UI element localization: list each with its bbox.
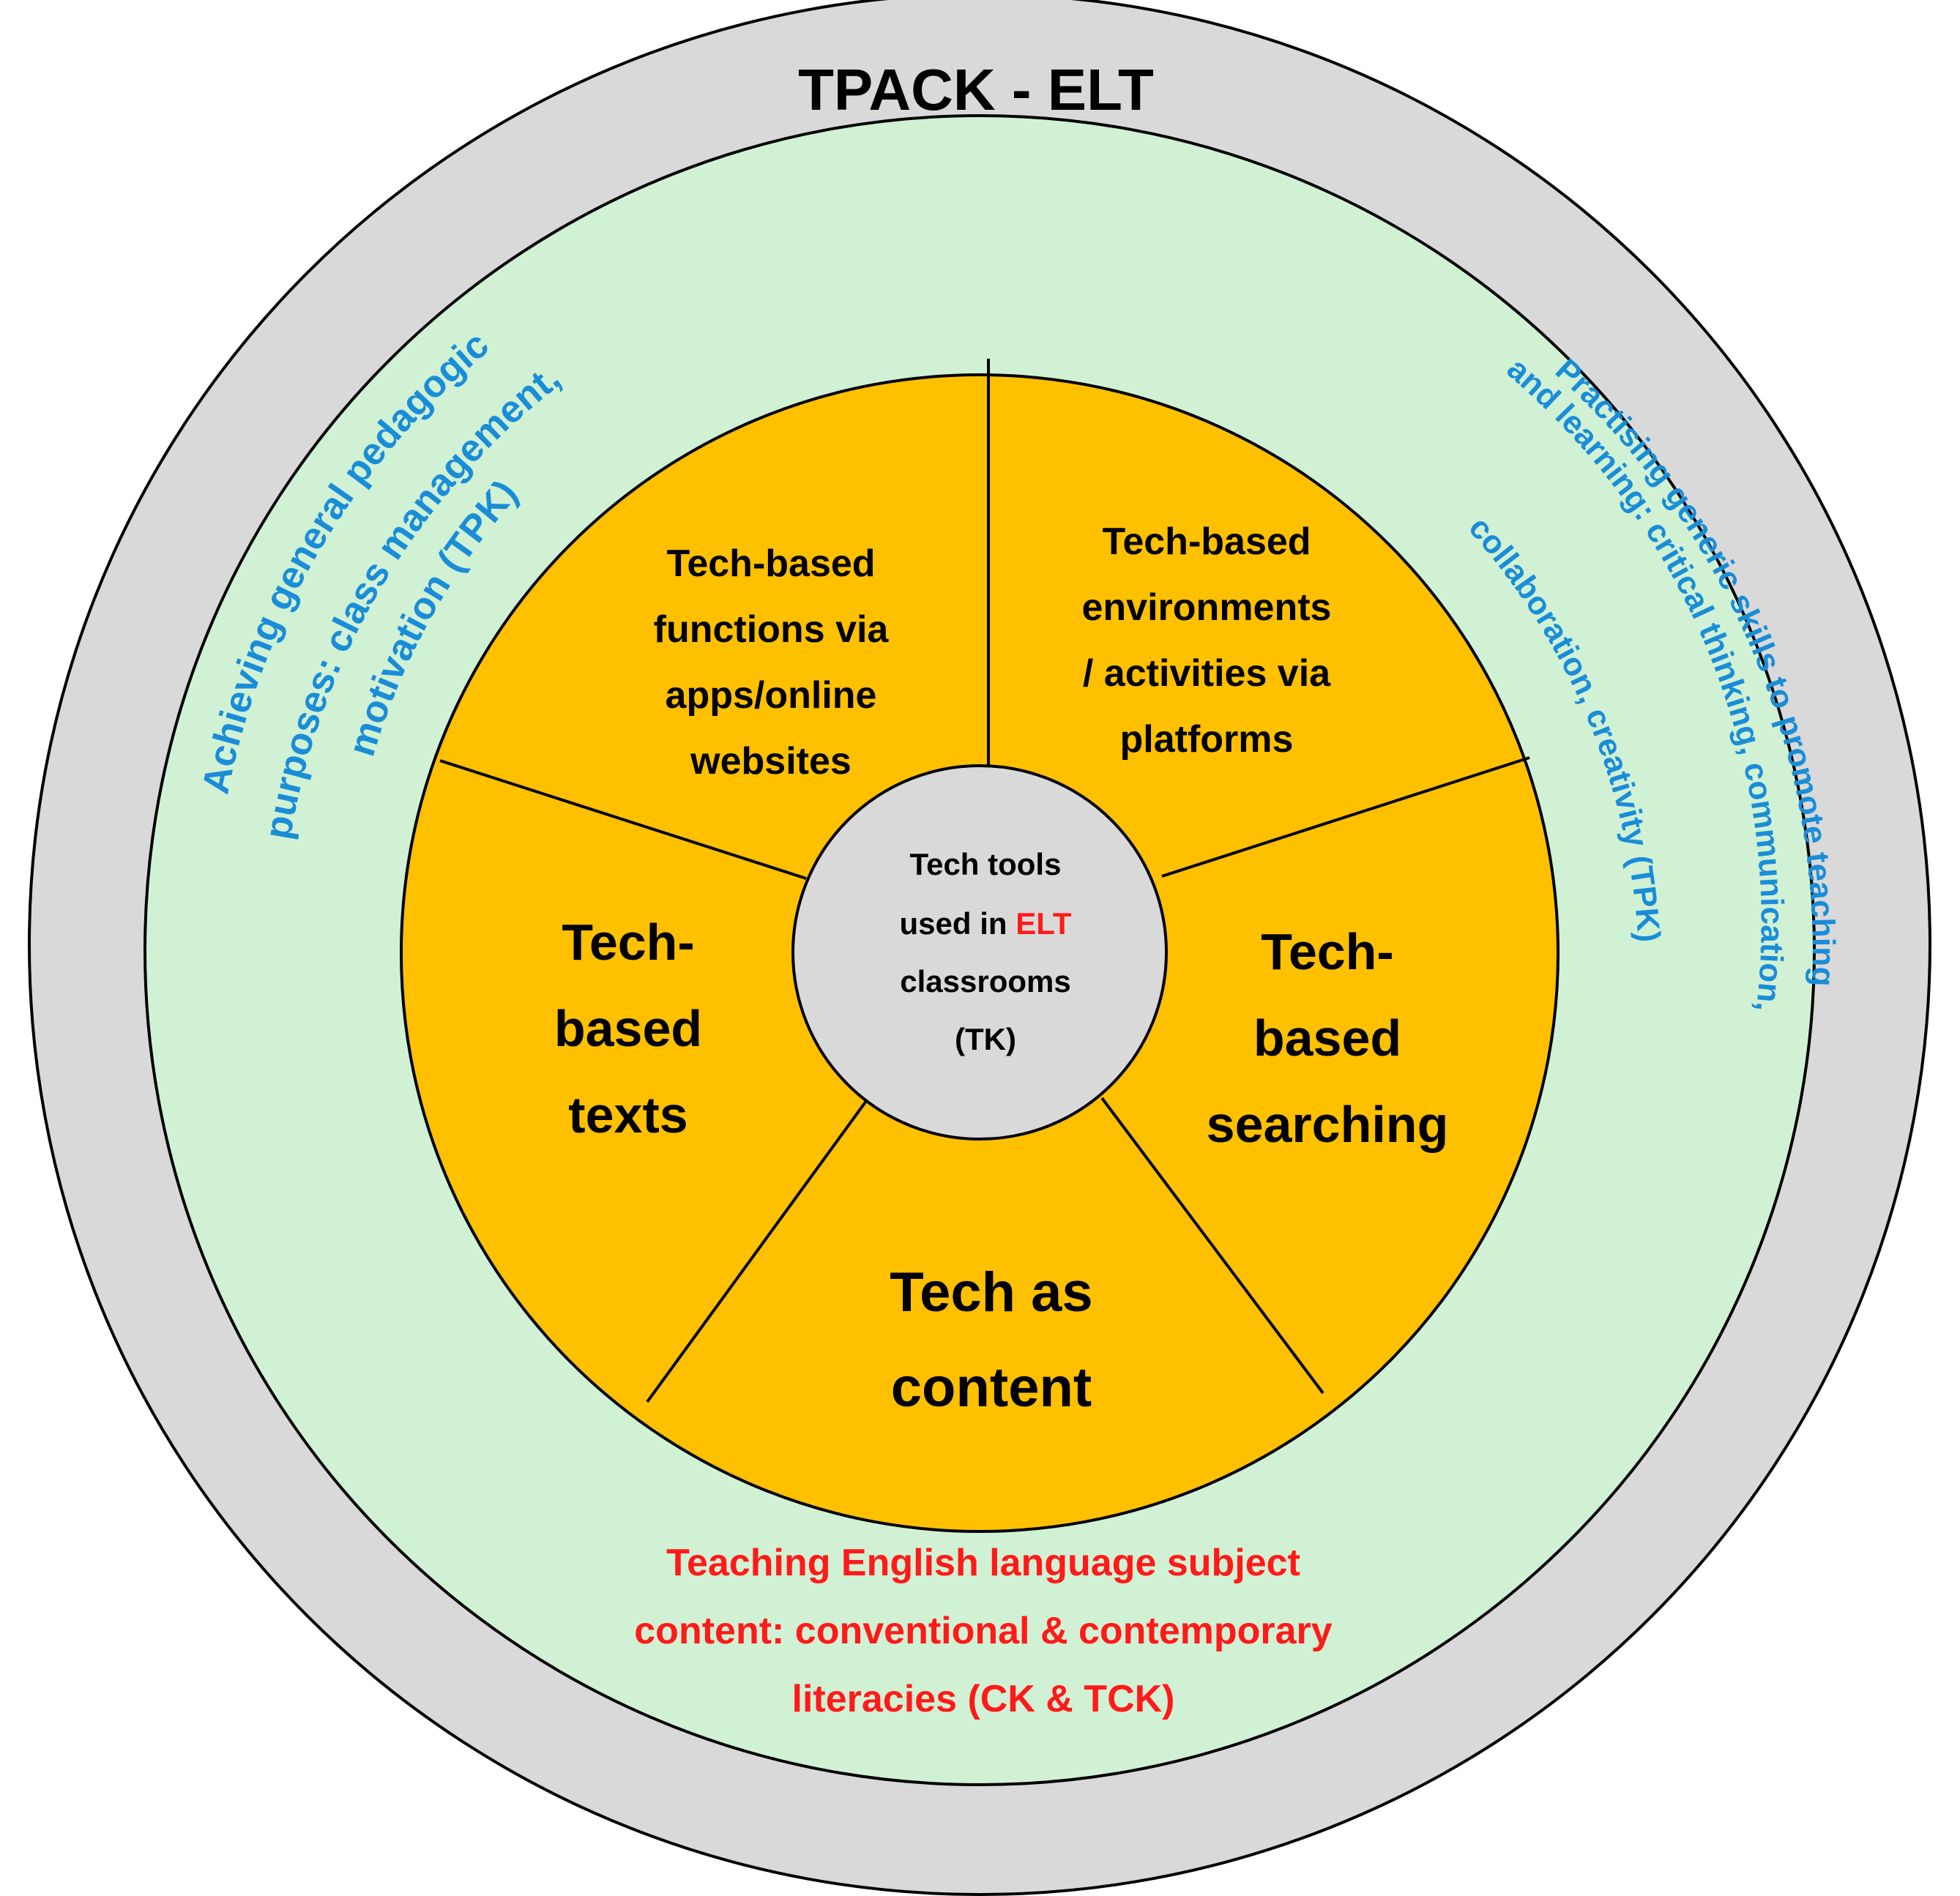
segment-searching-line-1: Tech- <box>1261 923 1394 980</box>
segment-functions-line-2: functions via <box>654 608 890 651</box>
segment-environments-line-3: / activities via <box>1083 652 1331 695</box>
segment-functions-line-1: Tech-based <box>666 542 875 585</box>
segment-functions-line-3: apps/online <box>666 674 877 717</box>
center-line-1: Tech tools <box>910 847 1062 881</box>
center-circle <box>791 764 1168 1141</box>
segment-functions: Tech-based functions via apps/online web… <box>654 542 890 783</box>
bottom-label: Teaching English language subject conten… <box>634 1542 1333 1720</box>
bottom-line-2: content: conventional & contemporary <box>634 1610 1333 1652</box>
center-line-2-text: used in <box>900 906 1016 941</box>
segment-content-line-1: Tech as <box>890 1261 1092 1324</box>
divider-bottom-left <box>646 1097 870 1403</box>
divider-left <box>439 759 807 880</box>
diagram-title: TPACK - ELT <box>798 57 1154 122</box>
segment-texts: Tech- based texts <box>554 914 702 1143</box>
segment-texts-line-1: Tech- <box>562 914 695 971</box>
center-line-3: classrooms <box>900 964 1070 999</box>
divider-right <box>1161 756 1530 878</box>
segment-environments-line-1: Tech-based <box>1102 520 1311 563</box>
divider-bottom-right <box>1100 1097 1324 1395</box>
center-line-4: (TK) <box>955 1022 1016 1056</box>
bottom-line-3: literacies (CK & TCK) <box>792 1678 1175 1720</box>
segment-environments: Tech-based environments / activities via… <box>1082 520 1332 761</box>
segment-dividers <box>439 359 1530 1403</box>
segment-searching-line-2: based <box>1253 1009 1401 1067</box>
center-line-2: used in ELT <box>900 906 1072 941</box>
center-label: Tech tools used in ELT classrooms (TK) <box>900 847 1072 1056</box>
segment-searching: Tech- based searching <box>1207 923 1449 1153</box>
segment-texts-line-2: based <box>554 1000 702 1057</box>
segment-functions-line-4: websites <box>690 740 852 783</box>
segment-environments-line-2: environments <box>1082 586 1332 629</box>
segment-content: Tech as content <box>890 1261 1092 1419</box>
segment-environments-line-4: platforms <box>1120 718 1294 761</box>
segment-searching-line-3: searching <box>1207 1096 1449 1153</box>
bottom-line-1: Teaching English language subject <box>666 1542 1300 1584</box>
segment-content-line-2: content <box>891 1356 1092 1419</box>
segment-texts-line-3: texts <box>568 1086 688 1143</box>
center-highlight: ELT <box>1016 906 1072 941</box>
